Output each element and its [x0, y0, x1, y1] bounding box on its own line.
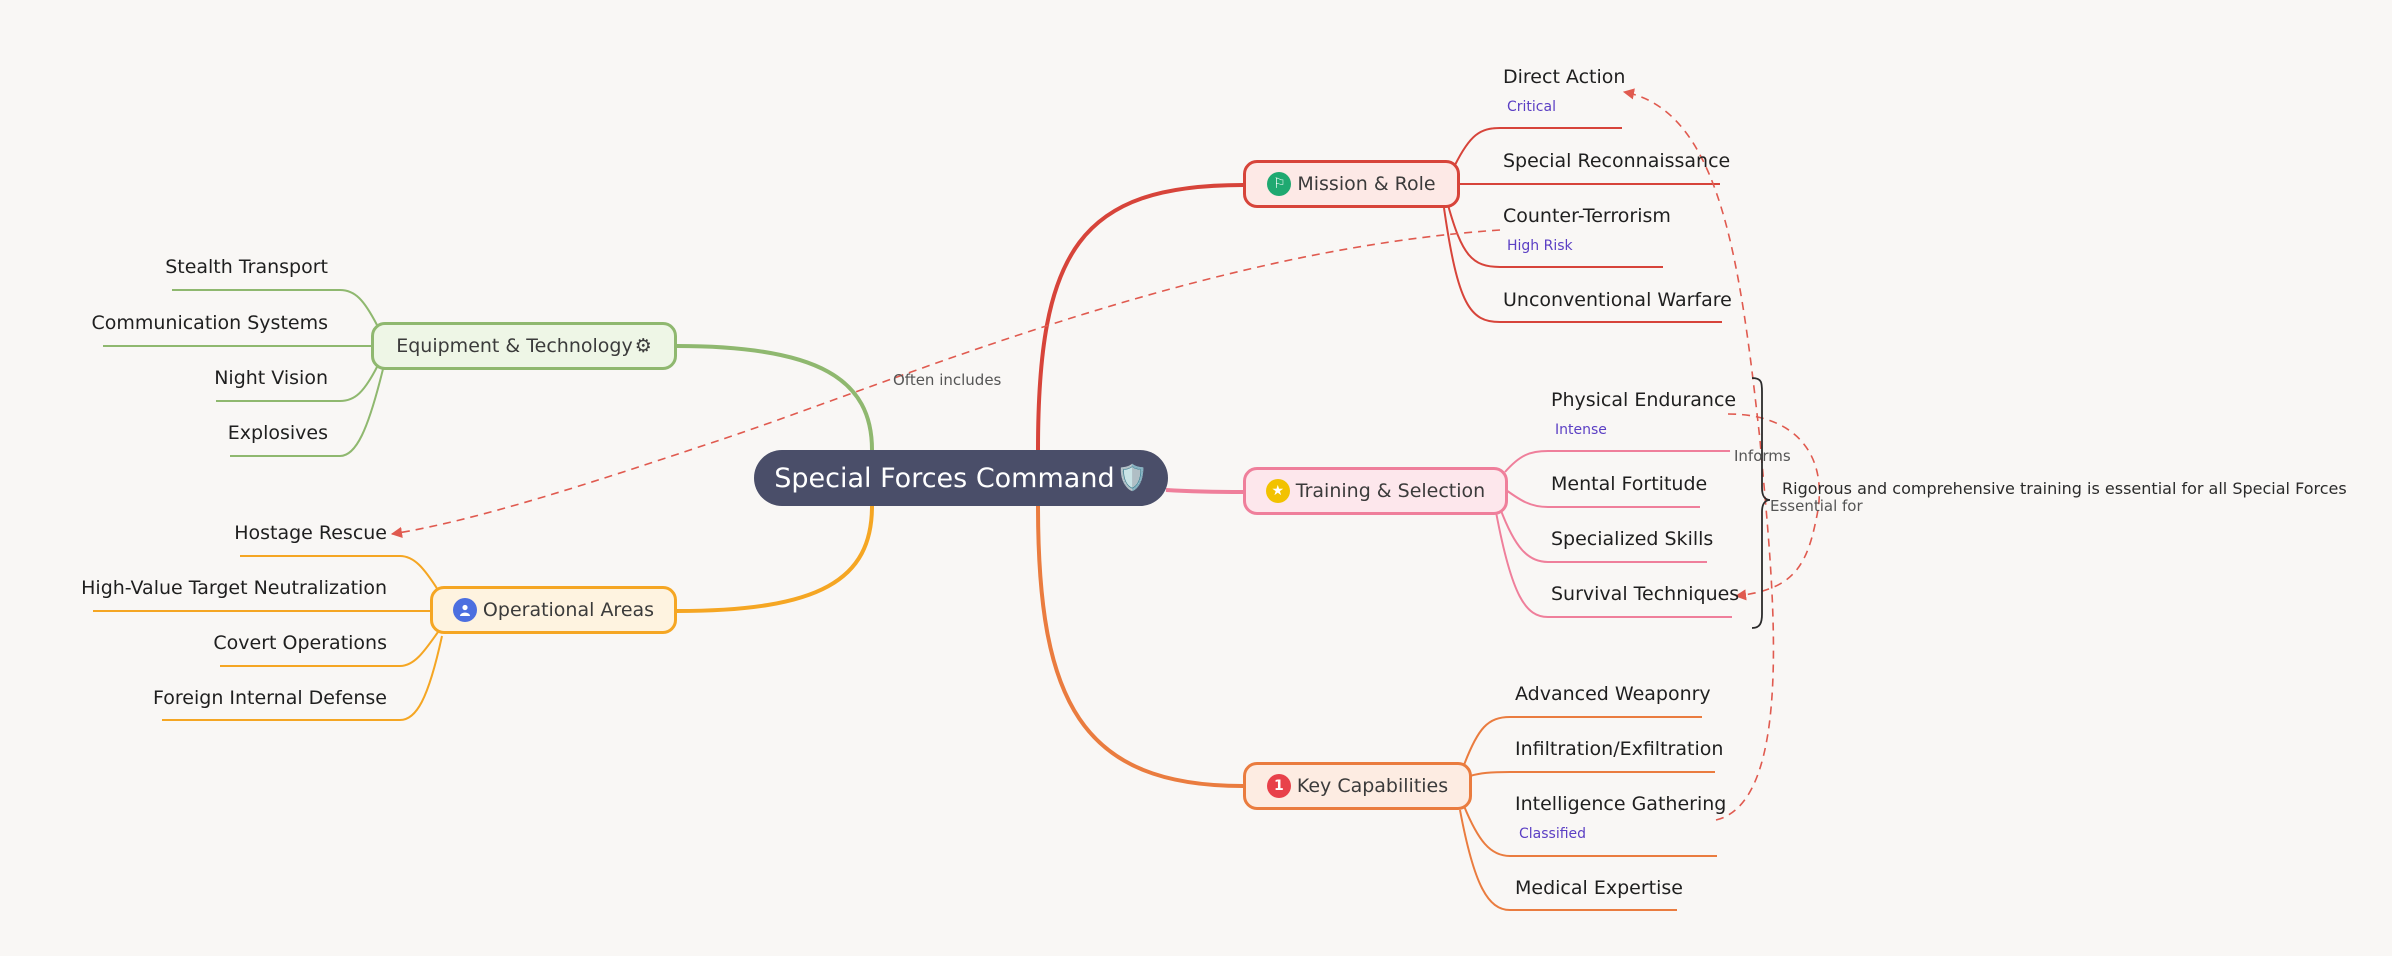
tag-high-risk: High Risk: [1507, 238, 1573, 254]
relationship-label-informs: Informs: [1734, 447, 1791, 465]
leaf-explosives[interactable]: Explosives: [227, 422, 328, 444]
relationship-label-essential-for: Essential for: [1770, 497, 1863, 515]
leaf-stealth-transport[interactable]: Stealth Transport: [165, 256, 328, 278]
gear-icon: ⚙: [634, 335, 652, 357]
branch-line-equipment: [676, 344, 874, 451]
leaf-unconventional-warfare[interactable]: Unconventional Warfare: [1503, 289, 1732, 311]
tag-critical: Critical: [1507, 99, 1556, 115]
flag-icon: ⚐: [1267, 172, 1292, 196]
tag-classified: Classified: [1519, 826, 1587, 842]
leaf-infiltration-exfiltration[interactable]: Infiltration/Exfiltration: [1515, 738, 1724, 760]
branch-line-mission: [1036, 183, 1244, 451]
leaf-foreign-internal-defense[interactable]: Foreign Internal Defense: [153, 687, 387, 709]
relationship-informs: [1727, 413, 1821, 601]
leaf-mental-fortitude[interactable]: Mental Fortitude: [1551, 473, 1708, 495]
priority-1-icon: 1: [1266, 774, 1291, 798]
person-glyph: [459, 604, 470, 616]
leaf-counter-terrorism[interactable]: Counter-Terrorism: [1503, 205, 1671, 227]
tag-intense: Intense: [1555, 422, 1607, 438]
leaf-medical-expertise[interactable]: Medical Expertise: [1515, 877, 1683, 899]
operations-child-lines: [93, 555, 443, 721]
branch-label-capabilities: Key Capabilities: [1296, 775, 1449, 797]
branch-line-training: [1165, 488, 1244, 494]
leaf-communication-systems[interactable]: Communication Systems: [91, 312, 328, 334]
branch-label-equipment: Equipment & Technology: [396, 335, 633, 357]
shield-icon: 🛡️: [1116, 463, 1148, 492]
root-label: Special Forces Command: [774, 462, 1115, 494]
leaf-specialized-skills[interactable]: Specialized Skills: [1551, 528, 1714, 550]
summary-label: Rigorous and comprehensive training is e…: [1782, 479, 2347, 498]
leaf-survival-techniques[interactable]: Survival Techniques: [1551, 583, 1740, 605]
leaf-high-value-target-neutralization[interactable]: High-Value Target Neutralization: [81, 577, 387, 599]
leaf-advanced-weaponry[interactable]: Advanced Weaponry: [1515, 683, 1711, 705]
leaf-special-reconnaissance[interactable]: Special Reconnaissance: [1503, 150, 1731, 172]
training-child-lines: [1495, 450, 1732, 618]
leaf-night-vision[interactable]: Night Vision: [214, 367, 328, 389]
branch-label-training: Training & Selection: [1295, 480, 1486, 502]
branch-label-operations: Operational Areas: [482, 599, 655, 621]
person-icon: [452, 598, 477, 622]
root-node[interactable]: Special Forces Command🛡️: [754, 450, 1168, 506]
summary-bracket: [1751, 377, 1771, 629]
relationship-often-includes: [390, 229, 1501, 538]
capabilities-child-lines: [1459, 716, 1717, 911]
star-icon: ★: [1265, 479, 1290, 503]
mission-child-lines: [1443, 127, 1722, 323]
equipment-child-lines: [103, 289, 384, 457]
branch-node-training[interactable]: ★ Training & Selection: [1243, 467, 1508, 515]
relationship-essential-for: [1622, 88, 1775, 821]
branch-line-capabilities: [1036, 505, 1244, 788]
branch-line-operations: [676, 505, 874, 613]
leaf-physical-endurance[interactable]: Physical Endurance: [1551, 389, 1737, 411]
branch-node-mission[interactable]: ⚐ Mission & Role: [1243, 160, 1460, 208]
relationship-label-often-includes: Often includes: [893, 371, 1002, 389]
branch-node-capabilities[interactable]: 1 Key Capabilities: [1243, 762, 1472, 810]
branch-node-operations[interactable]: Operational Areas: [430, 586, 677, 634]
leaf-direct-action[interactable]: Direct Action: [1503, 66, 1626, 88]
branch-node-equipment[interactable]: Equipment & Technology⚙: [371, 322, 677, 370]
leaf-hostage-rescue[interactable]: Hostage Rescue: [234, 522, 387, 544]
leaf-covert-operations[interactable]: Covert Operations: [213, 632, 387, 654]
leaf-intelligence-gathering[interactable]: Intelligence Gathering: [1515, 793, 1727, 815]
branch-label-mission: Mission & Role: [1297, 173, 1436, 195]
